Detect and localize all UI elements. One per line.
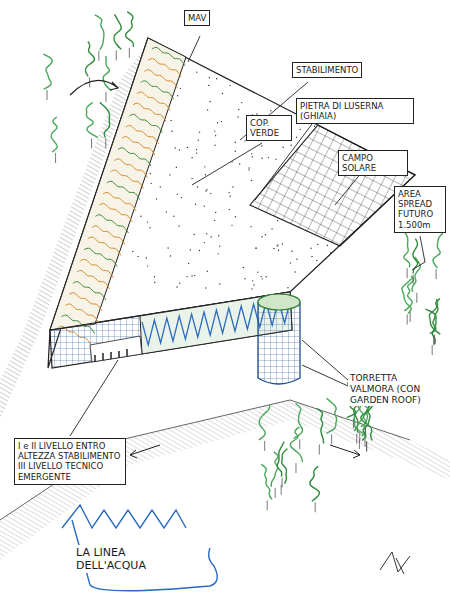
box-text: PIETRA DI LUSERNA (GHIAIA) xyxy=(300,101,410,121)
green-roof-planting xyxy=(58,47,185,344)
factory-roof xyxy=(50,38,415,330)
note-box: STABILIMENTO xyxy=(292,62,362,78)
note-box: MAV xyxy=(184,10,210,26)
entrance xyxy=(90,336,142,362)
box-text: CAMPO SOLARE xyxy=(342,153,404,173)
box-text: MAV xyxy=(188,13,206,23)
flow-arrow xyxy=(130,445,160,458)
road xyxy=(0,400,450,560)
note-box: COP. VERDE xyxy=(246,115,292,141)
flow-arrow xyxy=(70,80,118,95)
solar-field xyxy=(250,125,415,246)
note-box: CAMPO SOLARE xyxy=(338,150,408,176)
note-box: I e II LIVELLO ENTRO ALTEZZA STABILIMENT… xyxy=(14,438,126,485)
note-label: LA LINEA DELL'ACQUA xyxy=(74,545,168,573)
tower xyxy=(258,302,300,384)
flow-arrow xyxy=(330,445,360,458)
box-text: I e II LIVELLO ENTRO ALTEZZA STABILIMENT… xyxy=(18,441,122,482)
green-roof xyxy=(50,38,186,330)
note-box: AREA SPREAD FUTURO 1.500m xyxy=(394,186,446,233)
box-text: AREA SPREAD FUTURO 1.500m xyxy=(398,189,442,230)
road-edge xyxy=(0,400,410,520)
box-text: STABILIMENTO xyxy=(296,65,358,75)
note-label: TORRETTA VALMORA (CON GARDEN ROOF) xyxy=(348,372,444,406)
note-box: PIETRA DI LUSERNA (GHIAIA) xyxy=(296,98,414,124)
signature xyxy=(380,552,410,574)
tower-garden-roof xyxy=(258,294,300,310)
water-line xyxy=(62,505,217,591)
entrance-doors xyxy=(95,349,127,362)
front-block xyxy=(50,292,292,368)
box-text: COP. VERDE xyxy=(250,118,288,138)
